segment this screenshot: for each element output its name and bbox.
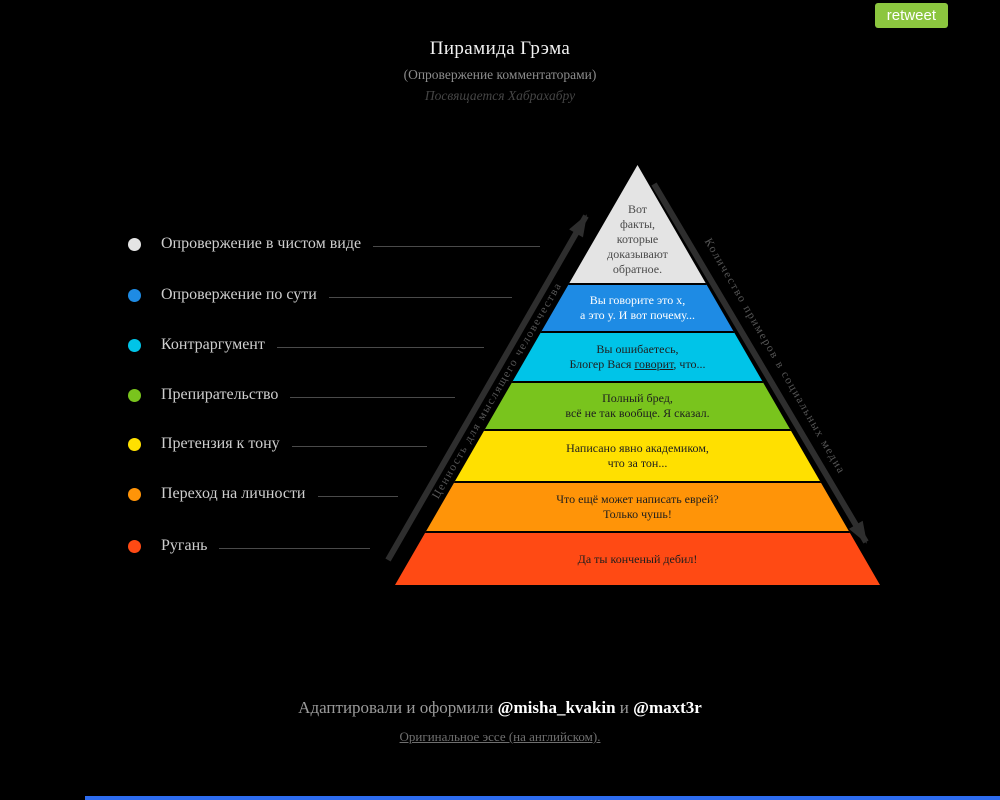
legend-item: Препирательство bbox=[128, 385, 455, 405]
legend-item: Ругань bbox=[128, 536, 370, 556]
legend-item: Переход на личности bbox=[128, 484, 398, 504]
essay-link-row: Оригинальное эссе (на английском). bbox=[0, 728, 1000, 746]
legend-connector-line bbox=[291, 445, 427, 447]
credit-conjunction: и bbox=[619, 698, 629, 717]
legend-dot bbox=[128, 539, 141, 553]
pyramid-layer-text: Да ты конченый дебил! bbox=[577, 551, 698, 566]
legend-connector-line bbox=[219, 547, 370, 549]
pyramid-layer-text: Что ещё может написать еврей?Только чушь… bbox=[556, 492, 719, 521]
legend-connector-line bbox=[328, 296, 512, 298]
legend-dot bbox=[128, 288, 141, 302]
legend-connector-line bbox=[290, 396, 455, 398]
credit-prefix: Адаптировали и оформили bbox=[298, 698, 494, 717]
legend-label: Опровержение в чистом виде bbox=[161, 235, 362, 252]
legend-label: Ругань bbox=[161, 537, 208, 554]
pyramid-layer: Да ты конченый дебил! bbox=[395, 531, 880, 585]
legend-connector-line bbox=[276, 346, 484, 348]
pyramid-layer-text: Написано явно академиком,что за тон... bbox=[566, 441, 709, 470]
legend-connector-line bbox=[317, 495, 398, 497]
legend-label: Переход на личности bbox=[161, 485, 306, 502]
pyramid-layer: Написано явно академиком,что за тон... bbox=[395, 429, 880, 481]
legend-dot bbox=[128, 338, 141, 352]
legend-label: Препирательство bbox=[161, 386, 279, 403]
legend-label: Претензия к тону bbox=[161, 435, 280, 452]
page-subtitle: (Опровержение комментаторами) bbox=[403, 67, 597, 82]
author-handle-2[interactable]: @maxt3r bbox=[633, 698, 702, 717]
page-title: Пирамида Грэма bbox=[429, 38, 571, 59]
pyramid-layer-text: Вы ошибаетесь,Блогер Вася говорит, что..… bbox=[569, 342, 706, 371]
legend-label: Контраргумент bbox=[161, 336, 265, 353]
pyramid-layer: Что ещё может написать еврей?Только чушь… bbox=[395, 481, 880, 531]
legend-dot bbox=[128, 437, 141, 451]
legend-item: Контраргумент bbox=[128, 335, 484, 355]
legend-label: Опровержение по сути bbox=[161, 286, 317, 303]
pyramid-layer: Вы говорите это x,а это y. И вот почему.… bbox=[395, 283, 880, 331]
legend-connector-line bbox=[373, 245, 540, 247]
retweet-button[interactable]: retweet bbox=[874, 3, 948, 28]
legend-dot bbox=[128, 487, 141, 501]
pyramid-layer-text: Вы говорите это x,а это y. И вот почему.… bbox=[580, 293, 695, 322]
credits: Адаптировали и оформили @misha_kvakin и … bbox=[0, 698, 1000, 718]
legend-dot bbox=[128, 237, 141, 251]
header: Пирамида Грэма (Опровержение комментатор… bbox=[0, 38, 1000, 104]
page-dedication: Посвящается Хабрахабру bbox=[424, 88, 576, 103]
original-essay-link[interactable]: Оригинальное эссе (на английском). bbox=[399, 729, 601, 744]
legend-dot bbox=[128, 388, 141, 402]
pyramid-layer: Вы ошибаетесь,Блогер Вася говорит, что..… bbox=[395, 331, 880, 381]
author-handle-1[interactable]: @misha_kvakin bbox=[497, 698, 616, 717]
legend-item: Опровержение в чистом виде bbox=[128, 234, 540, 254]
pyramid-layer: Полный бред,всё не так вообще. Я сказал. bbox=[395, 381, 880, 429]
legend-item: Претензия к тону bbox=[128, 434, 427, 454]
bottom-blue-bar bbox=[85, 796, 1000, 800]
pyramid-layer-text: Полный бред,всё не так вообще. Я сказал. bbox=[565, 391, 710, 420]
legend-item: Опровержение по сути bbox=[128, 285, 512, 305]
